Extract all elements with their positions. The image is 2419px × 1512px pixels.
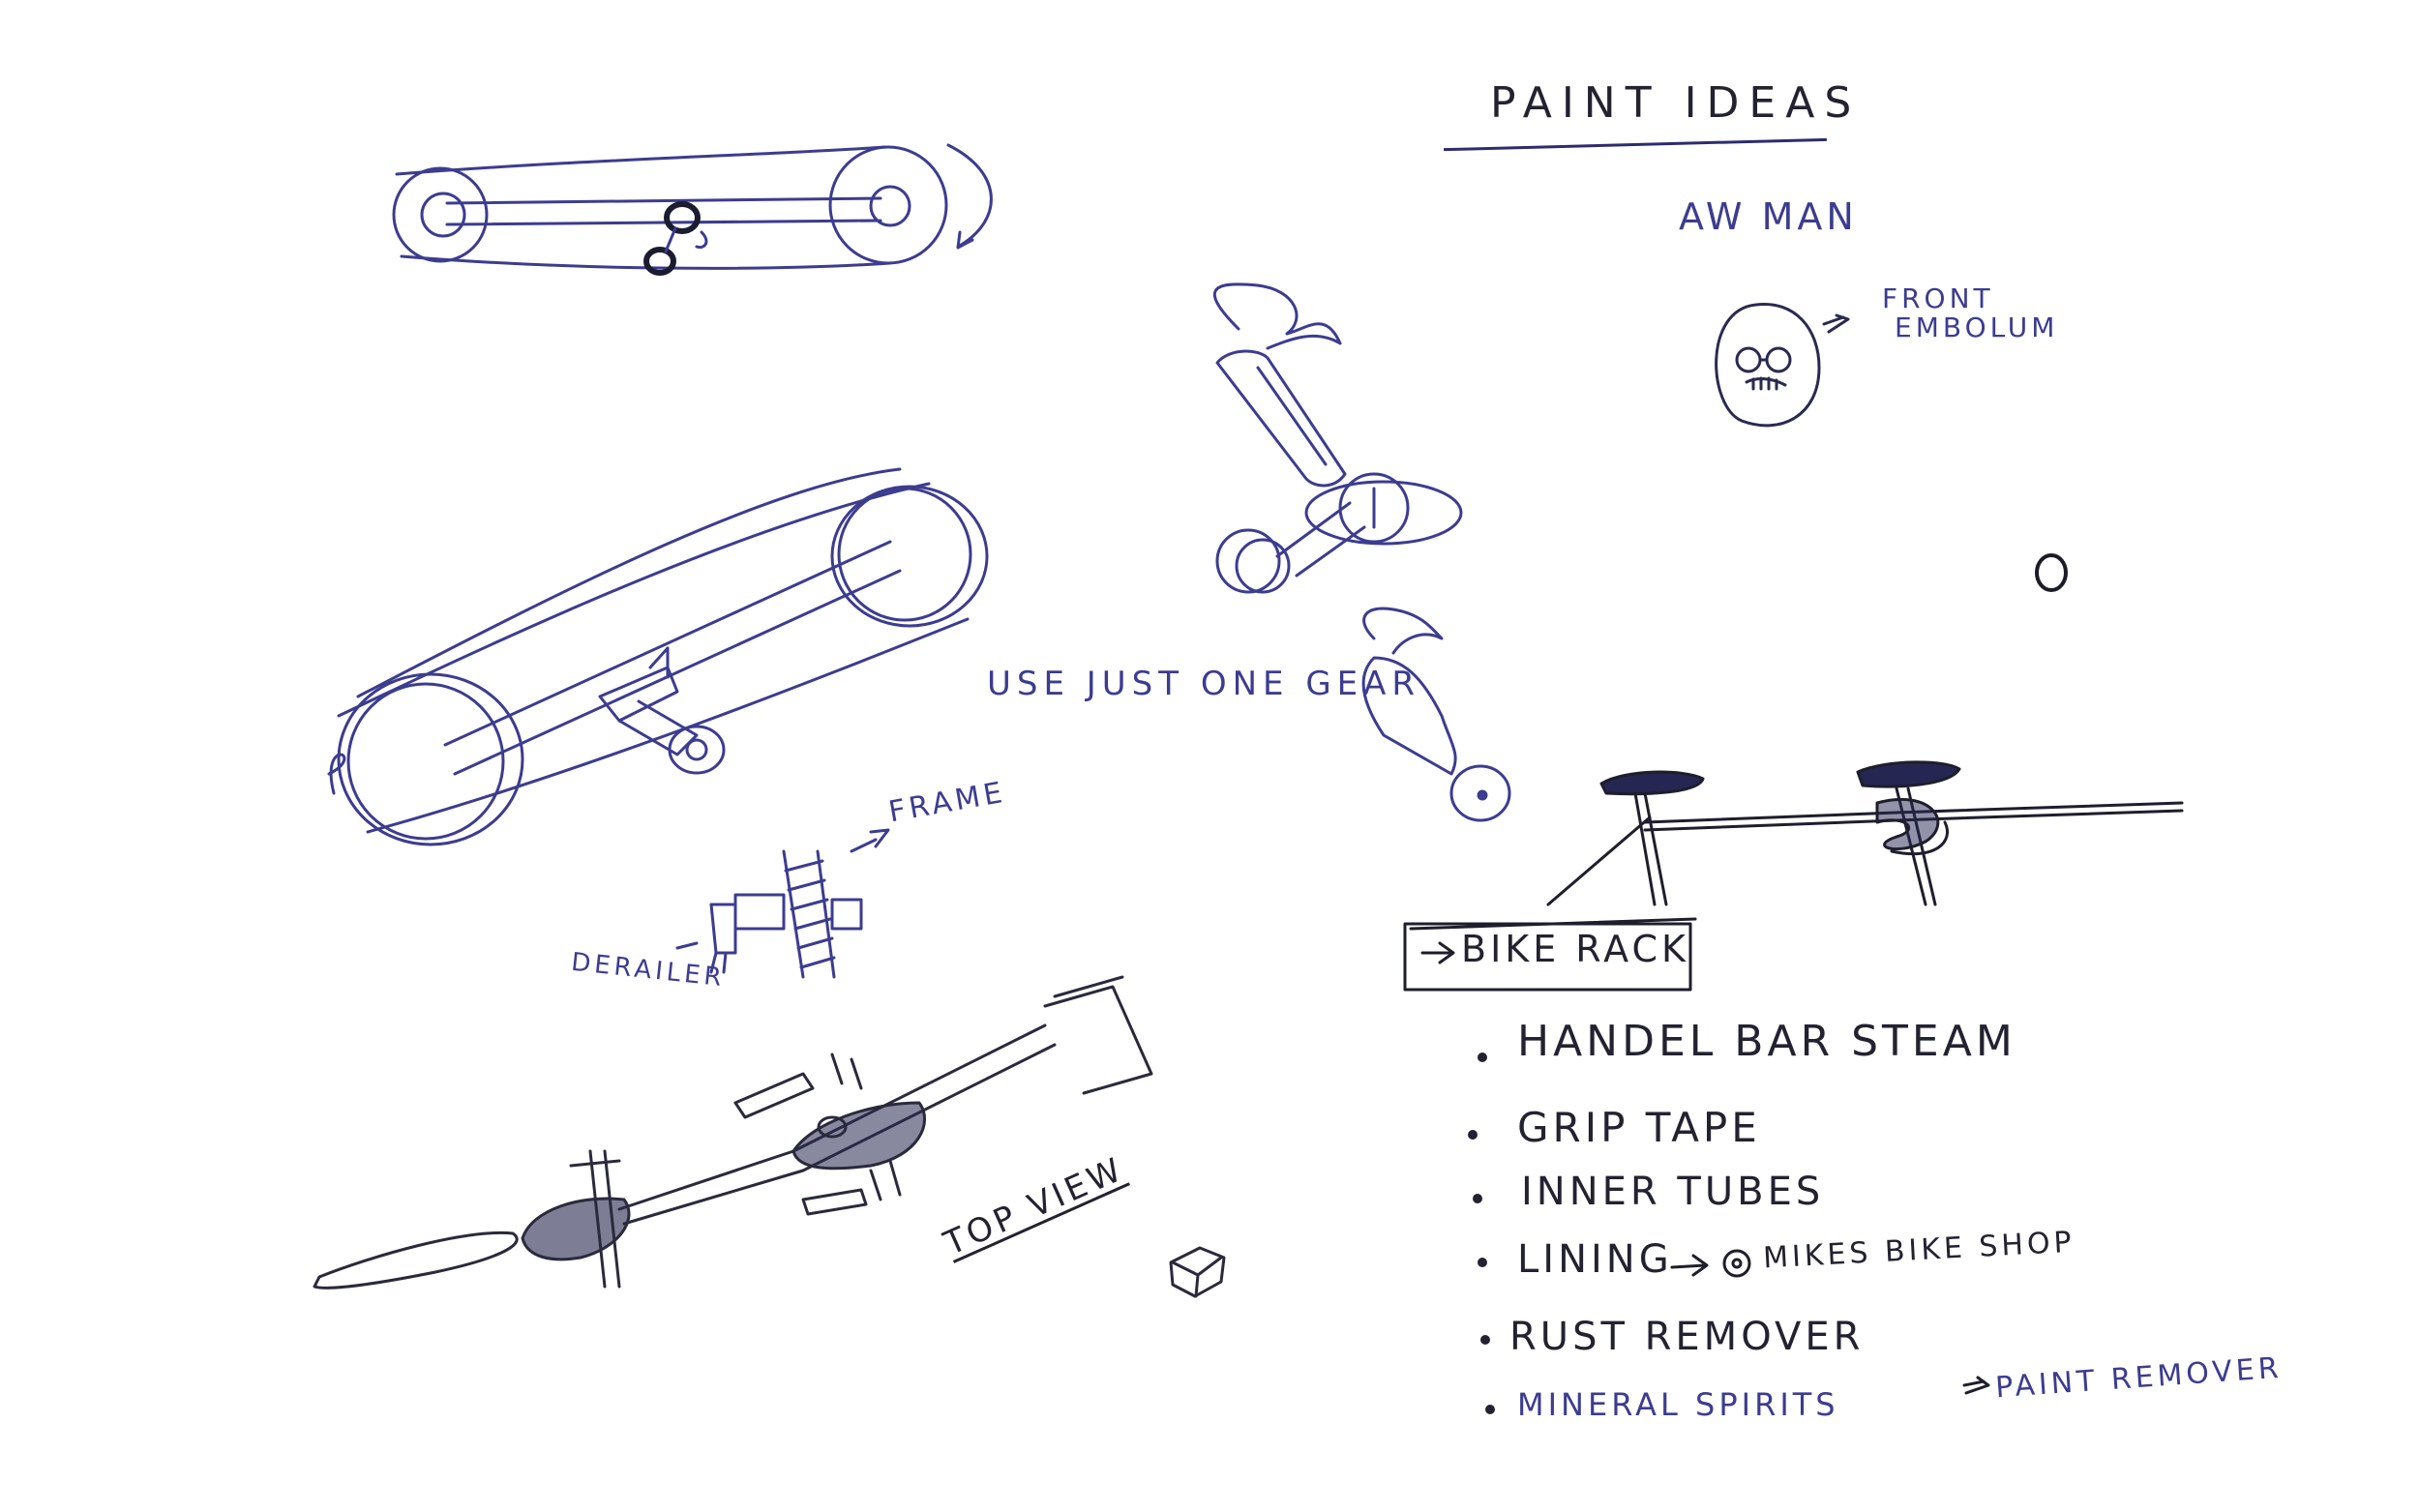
circle-doodle — [2035, 553, 2068, 592]
item-inner-tubes: INNER TUBES — [1521, 1170, 1825, 1214]
bullet-5 — [1480, 1335, 1490, 1345]
cube-doodle — [1169, 1246, 1226, 1298]
bike-rack-sketch — [1546, 760, 2184, 906]
item-handel-bar-steam: HANDEL BAR STEAM — [1517, 1017, 2016, 1066]
use-just-one-gear-note: USE JUST ONE GEAR — [987, 665, 1421, 703]
pedal-arm-sketch — [1361, 607, 1511, 822]
bullet-3 — [1473, 1194, 1482, 1203]
chain-drive-sketch-top — [392, 143, 993, 276]
bullet-2 — [1468, 1130, 1478, 1140]
bullet-1 — [1478, 1052, 1487, 1062]
embolum-egg-sketch — [1715, 302, 1850, 428]
list-arrows — [1420, 941, 1990, 1395]
item-lining: LINING — [1517, 1237, 1673, 1282]
item-rust-remover: RUST REMOVER — [1509, 1315, 1865, 1359]
derailer-frame-sketch — [675, 828, 890, 979]
item-mineral-spirits: MINERAL SPIRITS — [1517, 1386, 1839, 1423]
bullet-6 — [1485, 1405, 1495, 1414]
bike-rack-heading: BIKE RACK — [1461, 928, 1689, 970]
crank-arm-sketch — [1213, 282, 1463, 594]
top-view-sketch — [313, 975, 1153, 1290]
chain-drive-sketch-angled — [327, 467, 989, 846]
item-grip-tape: GRIP TAPE — [1517, 1104, 1761, 1151]
aw-man-note: AW MAN — [1679, 195, 1858, 238]
bullet-4 — [1478, 1258, 1487, 1267]
front-embolum-label-line2: EMBOLUM — [1895, 311, 2059, 343]
front-embolum-label-line1: FRONT — [1882, 282, 1994, 314]
paint-ideas-title: PAINT IDEAS — [1490, 78, 1862, 128]
